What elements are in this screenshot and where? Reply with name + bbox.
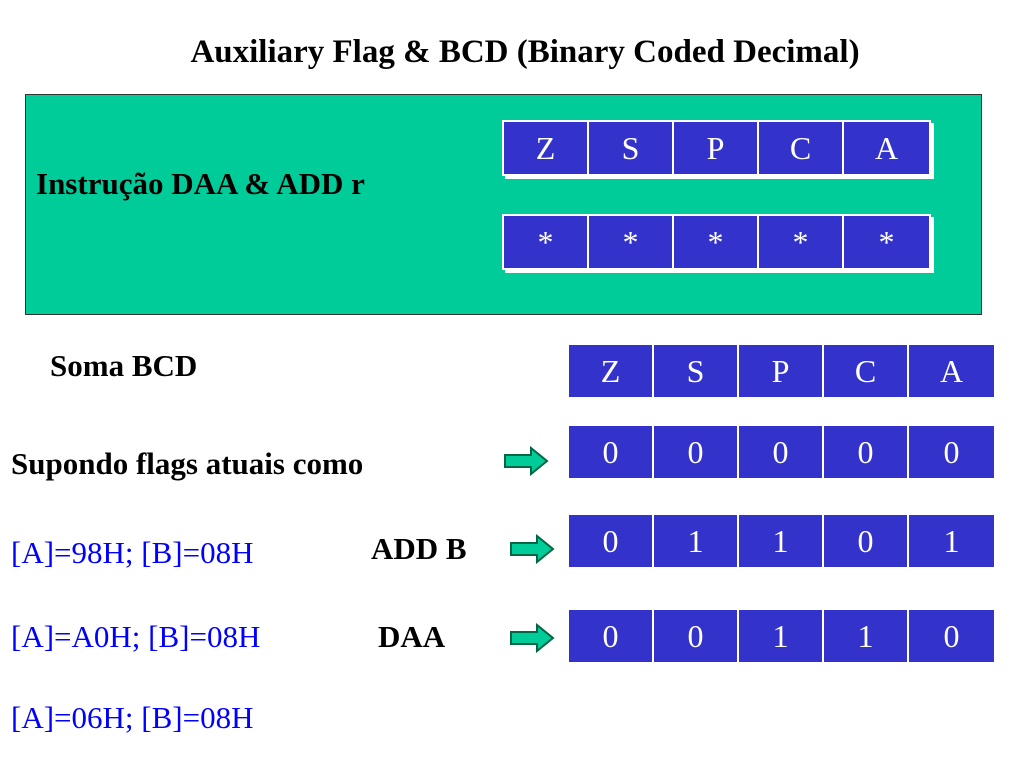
page-title: Auxiliary Flag & BCD (Binary Coded Decim… bbox=[190, 34, 860, 70]
flag-cell: 1 bbox=[739, 515, 824, 567]
flag-cell: 0 bbox=[654, 426, 739, 478]
flag-header-row: Z S P C A bbox=[569, 345, 994, 397]
flag-cell: Z bbox=[504, 122, 589, 174]
flag-cell: A bbox=[844, 122, 929, 174]
flag-cell: 1 bbox=[739, 610, 824, 662]
flag-cell: 0 bbox=[569, 515, 654, 567]
flag-cell: 0 bbox=[824, 426, 909, 478]
flag-cell: 0 bbox=[909, 610, 994, 662]
flag-cell: 0 bbox=[824, 515, 909, 567]
panel-flag-effect: * * * * * bbox=[502, 214, 931, 270]
flag-cell: S bbox=[654, 345, 739, 397]
flag-value-row: 0 0 0 0 0 bbox=[569, 426, 994, 478]
flag-value-row: 0 0 1 1 0 bbox=[569, 610, 994, 662]
section-label: Soma BCD bbox=[50, 348, 198, 383]
flag-cell: P bbox=[739, 345, 824, 397]
flag-cell: C bbox=[759, 122, 844, 174]
flag-cell: Z bbox=[569, 345, 654, 397]
right-arrow-icon bbox=[510, 534, 555, 564]
row-caption: DAA bbox=[378, 619, 446, 654]
right-arrow-icon bbox=[504, 446, 549, 476]
flag-value-row: 0 1 1 0 1 bbox=[569, 515, 994, 567]
row-caption: Supondo flags atuais como bbox=[11, 446, 364, 481]
instruction-label: Instrução DAA & ADD r bbox=[36, 166, 365, 201]
flag-cell: 1 bbox=[654, 515, 739, 567]
panel-flag-header: Z S P C A bbox=[502, 120, 931, 176]
flag-cell: 0 bbox=[654, 610, 739, 662]
register-state: [A]=98H; [B]=08H bbox=[11, 535, 254, 570]
flag-cell: C bbox=[824, 345, 909, 397]
flag-cell: 1 bbox=[824, 610, 909, 662]
flag-cell: 0 bbox=[909, 426, 994, 478]
row-caption: ADD B bbox=[371, 531, 467, 566]
flag-cell: 0 bbox=[569, 426, 654, 478]
flag-cell: 0 bbox=[569, 610, 654, 662]
flag-cell: P bbox=[674, 122, 759, 174]
flag-cell: S bbox=[589, 122, 674, 174]
flag-cell: 1 bbox=[909, 515, 994, 567]
right-arrow-icon bbox=[510, 623, 555, 653]
flag-cell: * bbox=[844, 216, 929, 268]
flag-cell: * bbox=[589, 216, 674, 268]
flag-cell: A bbox=[909, 345, 994, 397]
flag-cell: * bbox=[504, 216, 589, 268]
flag-cell: * bbox=[674, 216, 759, 268]
register-state: [A]=06H; [B]=08H bbox=[11, 700, 254, 735]
flag-cell: * bbox=[759, 216, 844, 268]
register-state: [A]=A0H; [B]=08H bbox=[11, 619, 261, 654]
flag-cell: 0 bbox=[739, 426, 824, 478]
